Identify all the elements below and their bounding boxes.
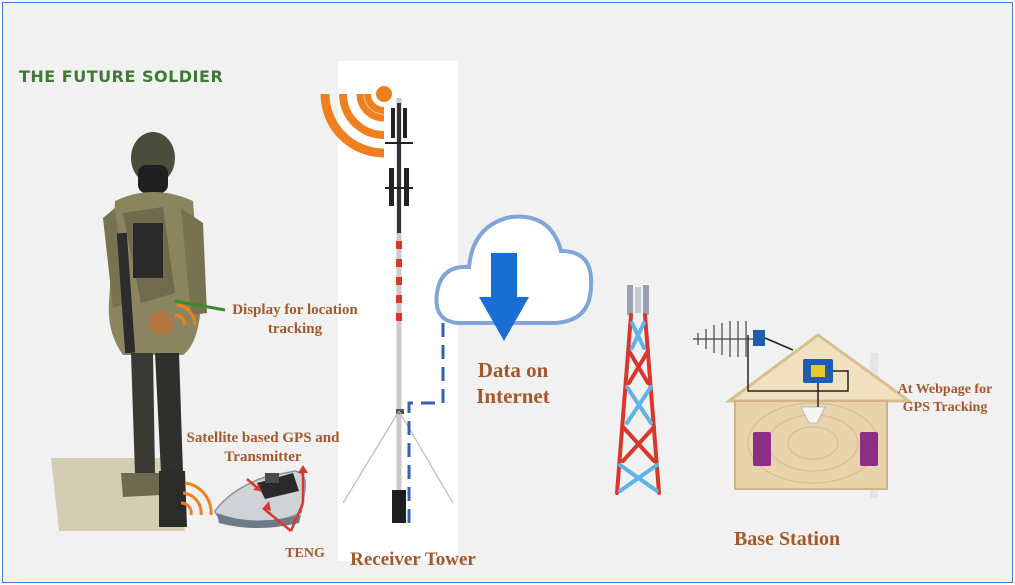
tower-cloud-dashed-link bbox=[407, 321, 445, 523]
webpage-label-line-1: At Webpage for bbox=[897, 382, 993, 397]
receiver-tower bbox=[342, 98, 454, 523]
display-label-line-2: tracking bbox=[267, 320, 323, 337]
display-pointer-line bbox=[174, 299, 226, 312]
data-label-line-2: Internet bbox=[476, 384, 550, 409]
soldier-figure bbox=[103, 132, 207, 527]
teng-arrowheads bbox=[253, 465, 308, 511]
webpage-label-line-2: GPS Tracking bbox=[902, 399, 988, 415]
gps-label-line-2: Transmitter bbox=[224, 448, 302, 465]
display-label-line-1: Display for location bbox=[232, 302, 358, 318]
lattice-tower bbox=[615, 285, 661, 495]
display-location-label: Display for location tracking bbox=[225, 301, 365, 339]
teng-shoe-icon bbox=[214, 470, 307, 528]
data-internet-label: Data on Internet bbox=[458, 357, 568, 410]
teng-label: TENG bbox=[285, 546, 325, 561]
diagram-canvas bbox=[51, 61, 914, 561]
diagram-title: THE FUTURE SOLDIER bbox=[19, 67, 224, 86]
gps-transmitter-label: Satellite based GPS and Transmitter bbox=[183, 429, 343, 467]
receiver-tower-label: Receiver Tower bbox=[350, 549, 476, 570]
base-station-house bbox=[724, 333, 914, 498]
soldier-hand-signal-icon bbox=[174, 303, 197, 326]
yagi-antenna-icon bbox=[693, 321, 794, 357]
foot-signal-icon bbox=[180, 481, 213, 516]
base-station-label: Base Station bbox=[733, 528, 841, 550]
gps-label-line-1: Satellite based GPS and bbox=[186, 430, 340, 446]
webpage-tracking-label: At Webpage for GPS Tracking bbox=[885, 381, 1005, 416]
cloud-download-icon bbox=[434, 214, 594, 341]
data-label-line-1: Data on bbox=[477, 358, 549, 382]
radio-waves-icon bbox=[320, 86, 392, 158]
